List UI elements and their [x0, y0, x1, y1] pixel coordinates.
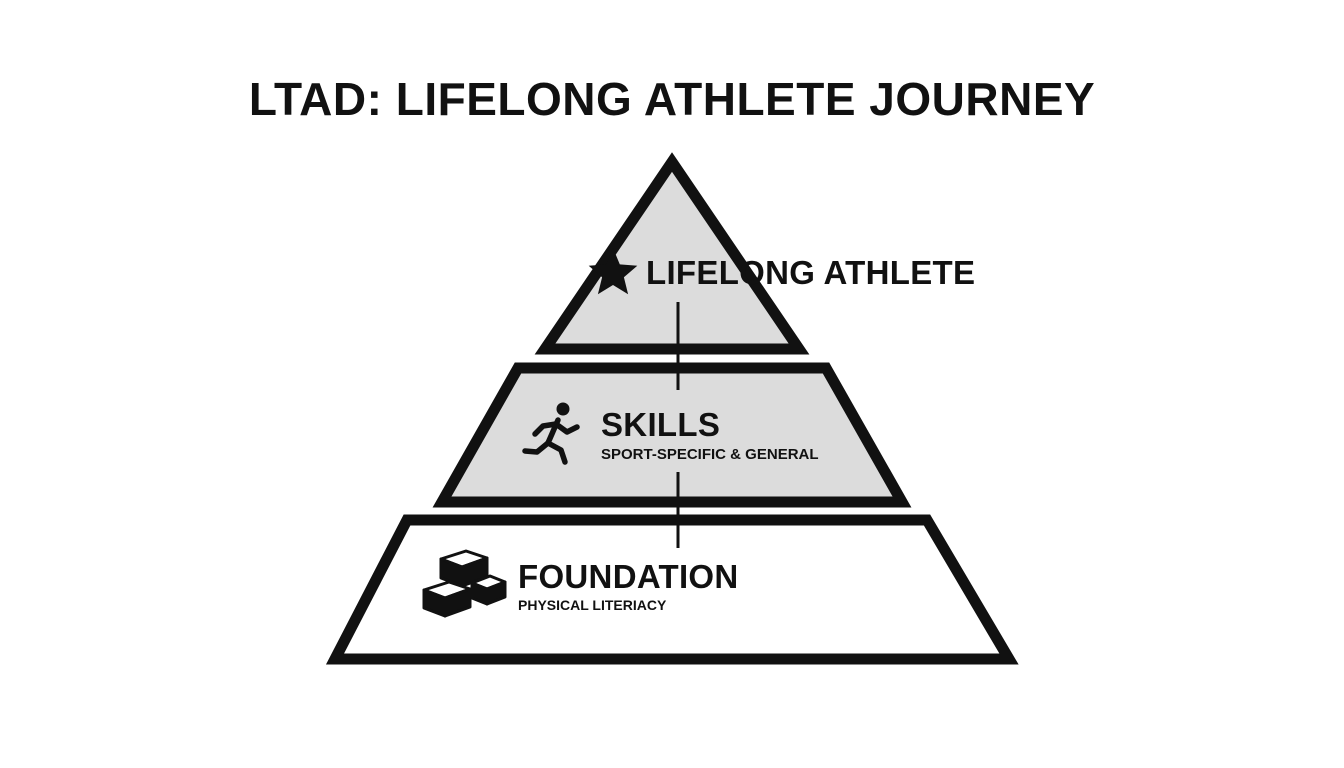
- star-icon: [588, 248, 638, 295]
- running-person-icon: [522, 402, 580, 465]
- tier-skills-shape: [432, 362, 912, 508]
- tier-lifelong-athlete-shape: [534, 152, 810, 355]
- tier-foundation-shape: [325, 514, 1019, 665]
- stacked-boxes-icon: [422, 549, 507, 618]
- tier-foundation-subtitle: PHYSICAL LITERIACY: [518, 597, 667, 613]
- tier-foundation-label: FOUNDATION: [518, 558, 739, 595]
- tier-skills-label: SKILLS: [601, 406, 721, 443]
- tier-lifelong-athlete-label: LIFELONG ATHLETE: [646, 254, 976, 291]
- diagram-title: LTAD: LIFELONG ATHLETE JOURNEY: [248, 73, 1096, 125]
- tier-skills-subtitle: SPORT-SPECIFIC & GENERAL: [601, 446, 819, 463]
